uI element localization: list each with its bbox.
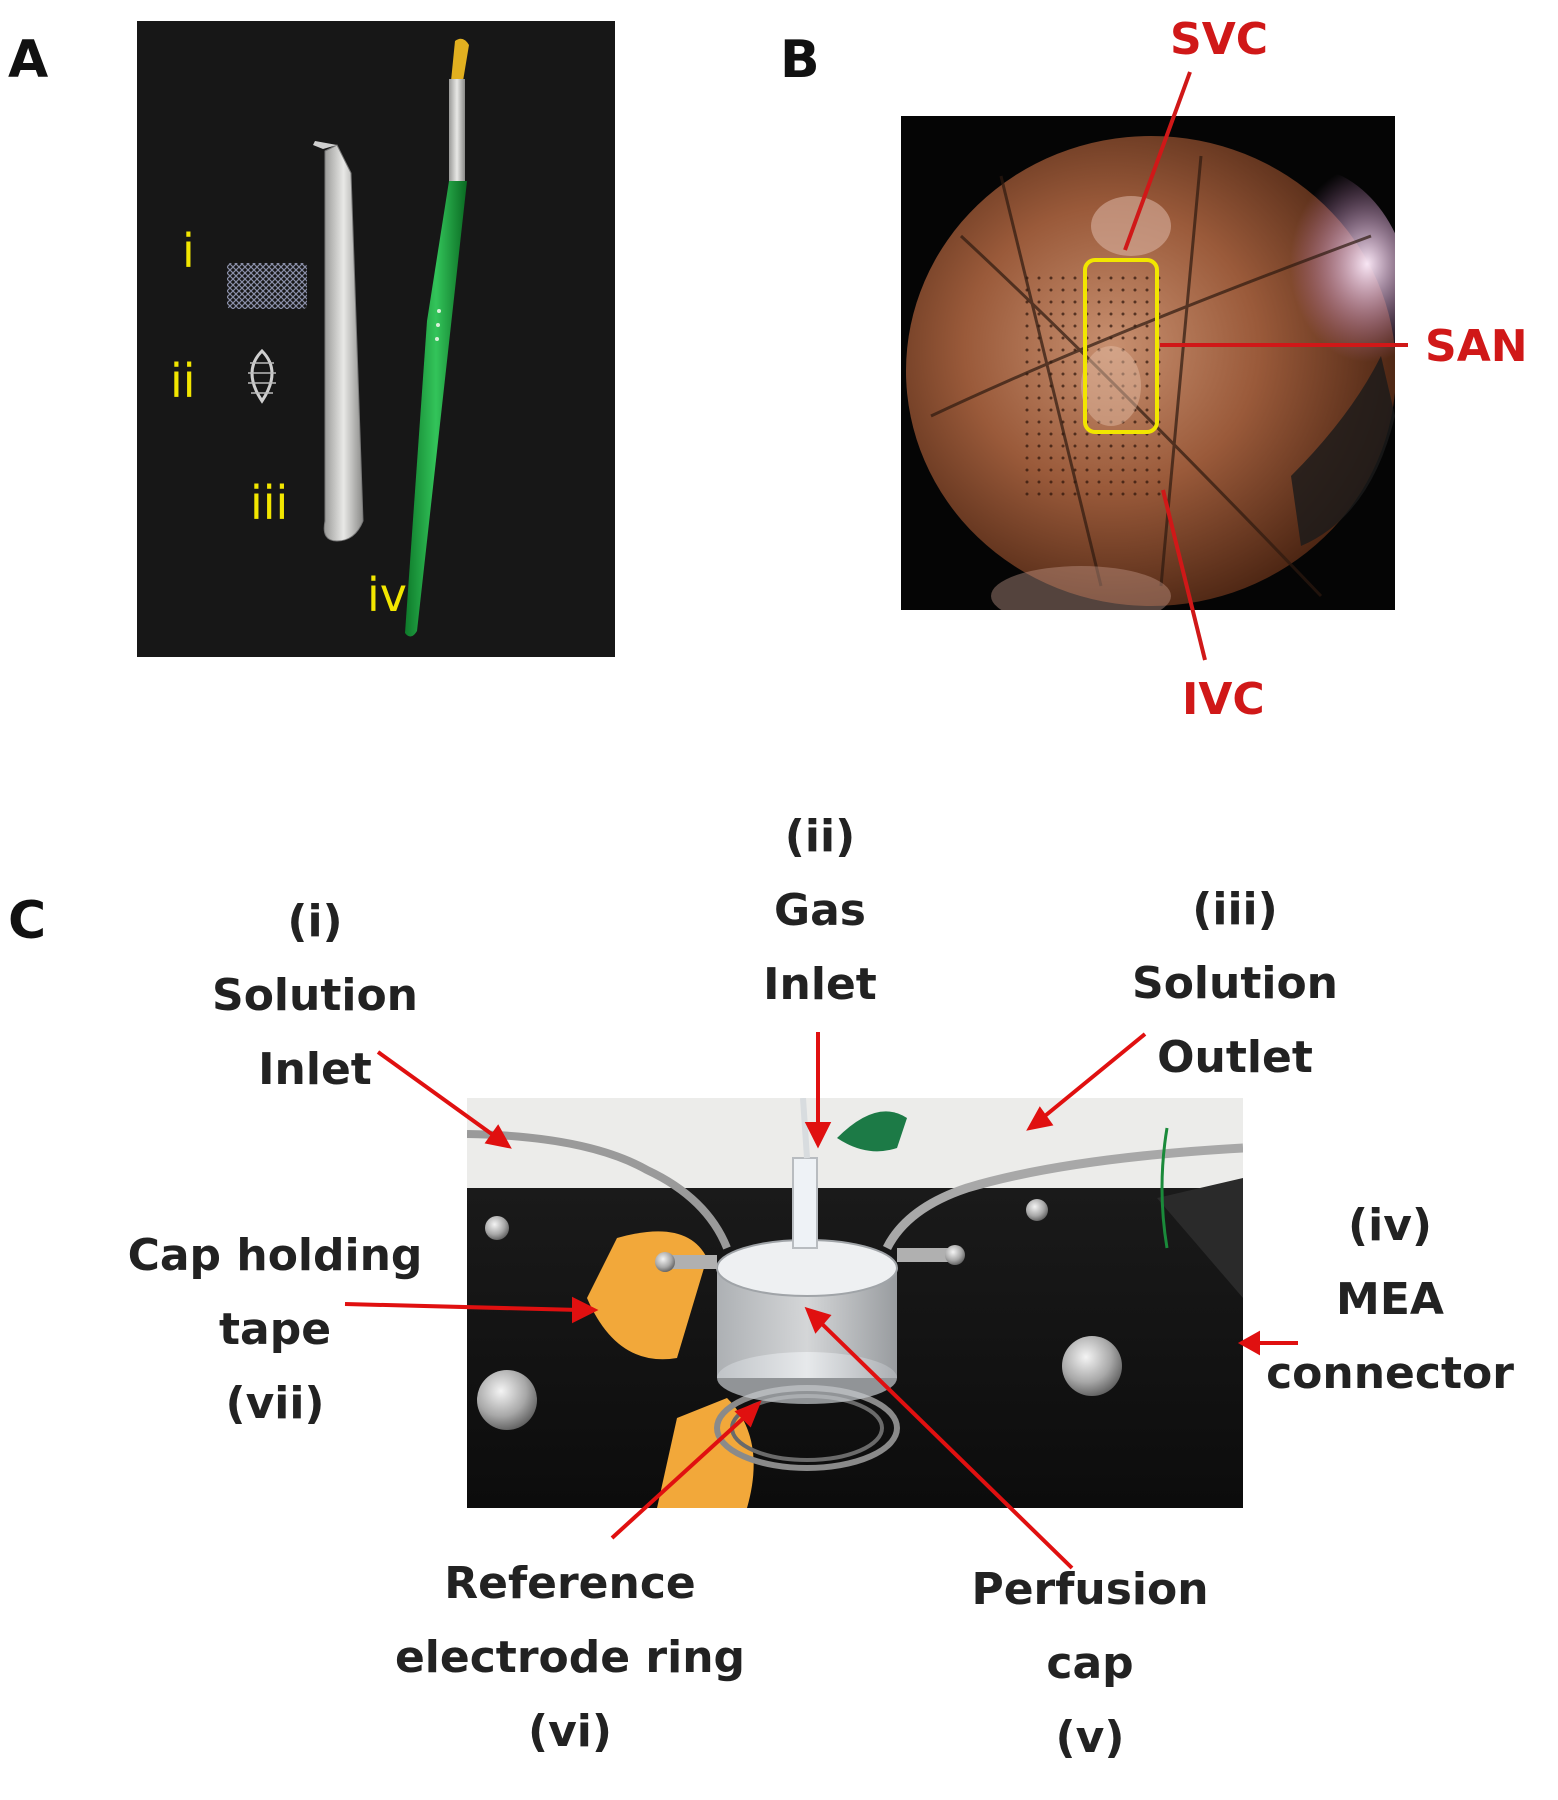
panel-label-c: C: [8, 891, 47, 951]
ivc-label: IVC: [1182, 674, 1265, 725]
solution-outlet-label: (iii) Solution Outlet: [1115, 888, 1355, 1080]
cap-tape-num: (vii): [225, 1378, 325, 1429]
setup-drawing: [467, 1098, 1243, 1508]
perfusion-cap-line2: cap: [1046, 1638, 1134, 1689]
mea-connector-num: (iv): [1348, 1200, 1432, 1251]
gas-inlet-num: (ii): [784, 811, 856, 862]
reference-ring-num: (vi): [528, 1706, 612, 1757]
instruments-drawing: [137, 21, 615, 657]
solution-inlet-arrow: [376, 1050, 502, 1142]
gas-inlet-line2: Inlet: [763, 959, 877, 1010]
san-highlight-box: [1083, 258, 1159, 434]
perfusion-cap-num: (v): [1055, 1712, 1125, 1763]
cap-tape-line2: tape: [218, 1304, 332, 1355]
svc-pointer-line: [1123, 71, 1192, 251]
tissue-view-drawing: [901, 116, 1395, 610]
label-ii: ii: [170, 354, 196, 408]
solution-outlet-arrow: [1038, 1032, 1147, 1122]
solution-inlet-line2: Inlet: [258, 1044, 372, 1095]
san-label: SAN: [1425, 321, 1528, 372]
cap-tape-label: Cap holding tape (vii): [110, 1234, 440, 1426]
panel-label-b: B: [780, 30, 820, 90]
reference-ring-line1: Reference: [444, 1558, 696, 1609]
microscope-photo: [901, 116, 1395, 610]
solution-inlet-label: (i) Solution Inlet: [200, 900, 430, 1092]
label-iii: iii: [250, 476, 289, 530]
perfusion-cap-label: Perfusion cap (v): [960, 1568, 1220, 1760]
reference-ring-label: Reference electrode ring (vi): [380, 1562, 760, 1754]
mesh-item: [227, 263, 307, 309]
reference-ring-arrow: [610, 1412, 750, 1540]
gas-inlet-label: (ii) Gas Inlet: [720, 815, 920, 1007]
solution-inlet-line1: Solution: [212, 970, 418, 1021]
mea-connector-line2: connector: [1266, 1348, 1514, 1399]
forceps-item: [313, 141, 364, 542]
perfusion-setup-photo: [467, 1098, 1243, 1508]
solution-outlet-num: (iii): [1192, 884, 1278, 935]
brush-item: [405, 38, 469, 637]
reference-ring-line2: electrode ring: [394, 1632, 746, 1683]
perfusion-cap-line1: Perfusion: [971, 1564, 1209, 1615]
gas-inlet-line1: Gas: [774, 885, 866, 936]
label-i: i: [182, 224, 195, 278]
cap-tape-line1: Cap holding: [127, 1230, 423, 1281]
instruments-photo: [137, 21, 615, 657]
mea-connector-label: (iv) MEA connector: [1250, 1204, 1530, 1396]
solution-inlet-num: (i): [287, 896, 343, 947]
panel-label-a: A: [8, 30, 49, 90]
svc-label: SVC: [1170, 14, 1269, 65]
solution-outlet-line2: Outlet: [1157, 1032, 1313, 1083]
ivc-pointer-line: [1161, 489, 1207, 661]
solution-outlet-line1: Solution: [1132, 958, 1338, 1009]
slice-harp-item: [248, 348, 276, 404]
mea-connector-line1: MEA: [1336, 1274, 1444, 1325]
label-iv: iv: [367, 568, 408, 622]
cap-tape-arrow: [344, 1302, 581, 1312]
perfusion-cap-arrow: [816, 1318, 1074, 1570]
